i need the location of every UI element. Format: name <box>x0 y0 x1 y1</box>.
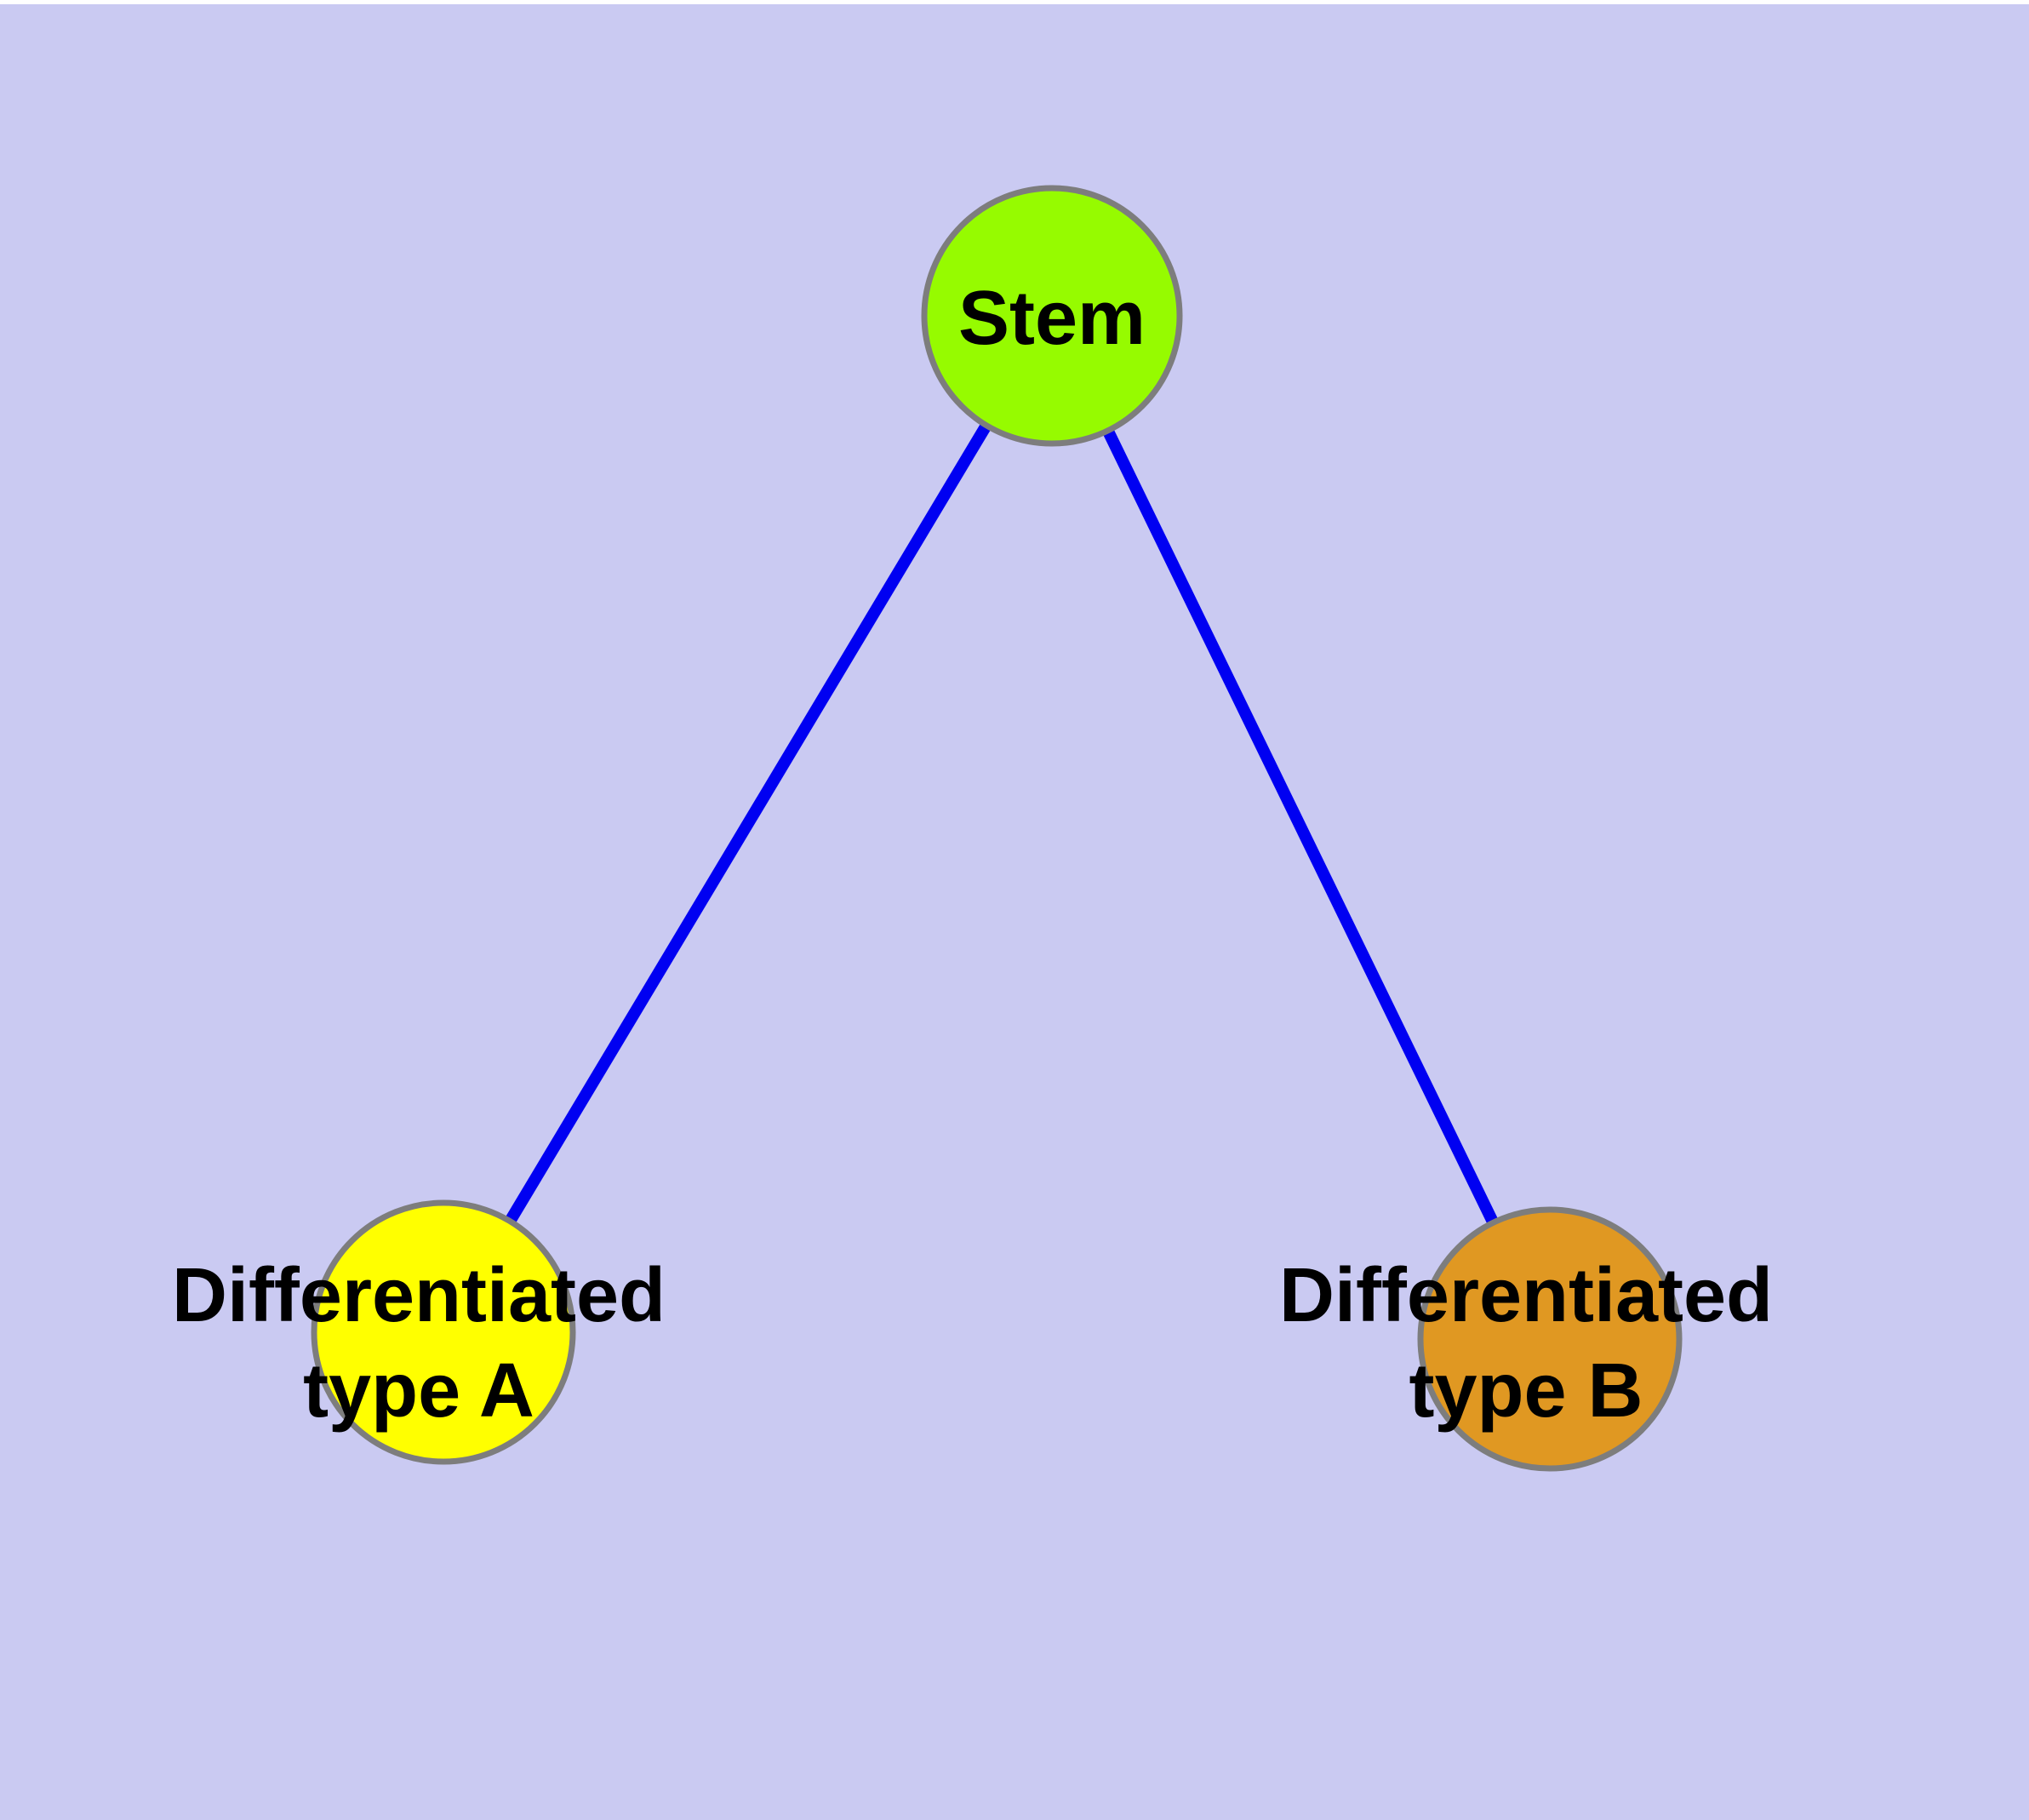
node-diff-type-b-label-line2: type B <box>1409 1348 1643 1434</box>
node-stem-circle <box>921 185 1183 447</box>
top-margin-strip <box>0 0 2029 4</box>
node-stem-label-line1: Stem <box>958 276 1146 361</box>
edge-stem-to-diff-type-b <box>1046 312 1556 1342</box>
nodes-layer <box>311 185 1683 1472</box>
edges-layer <box>437 312 1556 1342</box>
node-diff-type-b-label-line1: Differentiated <box>1279 1253 1773 1338</box>
edge-stem-to-diff-type-a <box>437 312 1058 1336</box>
node-diff-type-a-circle <box>311 1199 576 1465</box>
node-diff-type-a-label-line1: Differentiated <box>172 1253 666 1338</box>
node-diff-type-a-label-line2: type A <box>303 1348 534 1434</box>
node-diff-type-b-circle <box>1417 1206 1683 1472</box>
